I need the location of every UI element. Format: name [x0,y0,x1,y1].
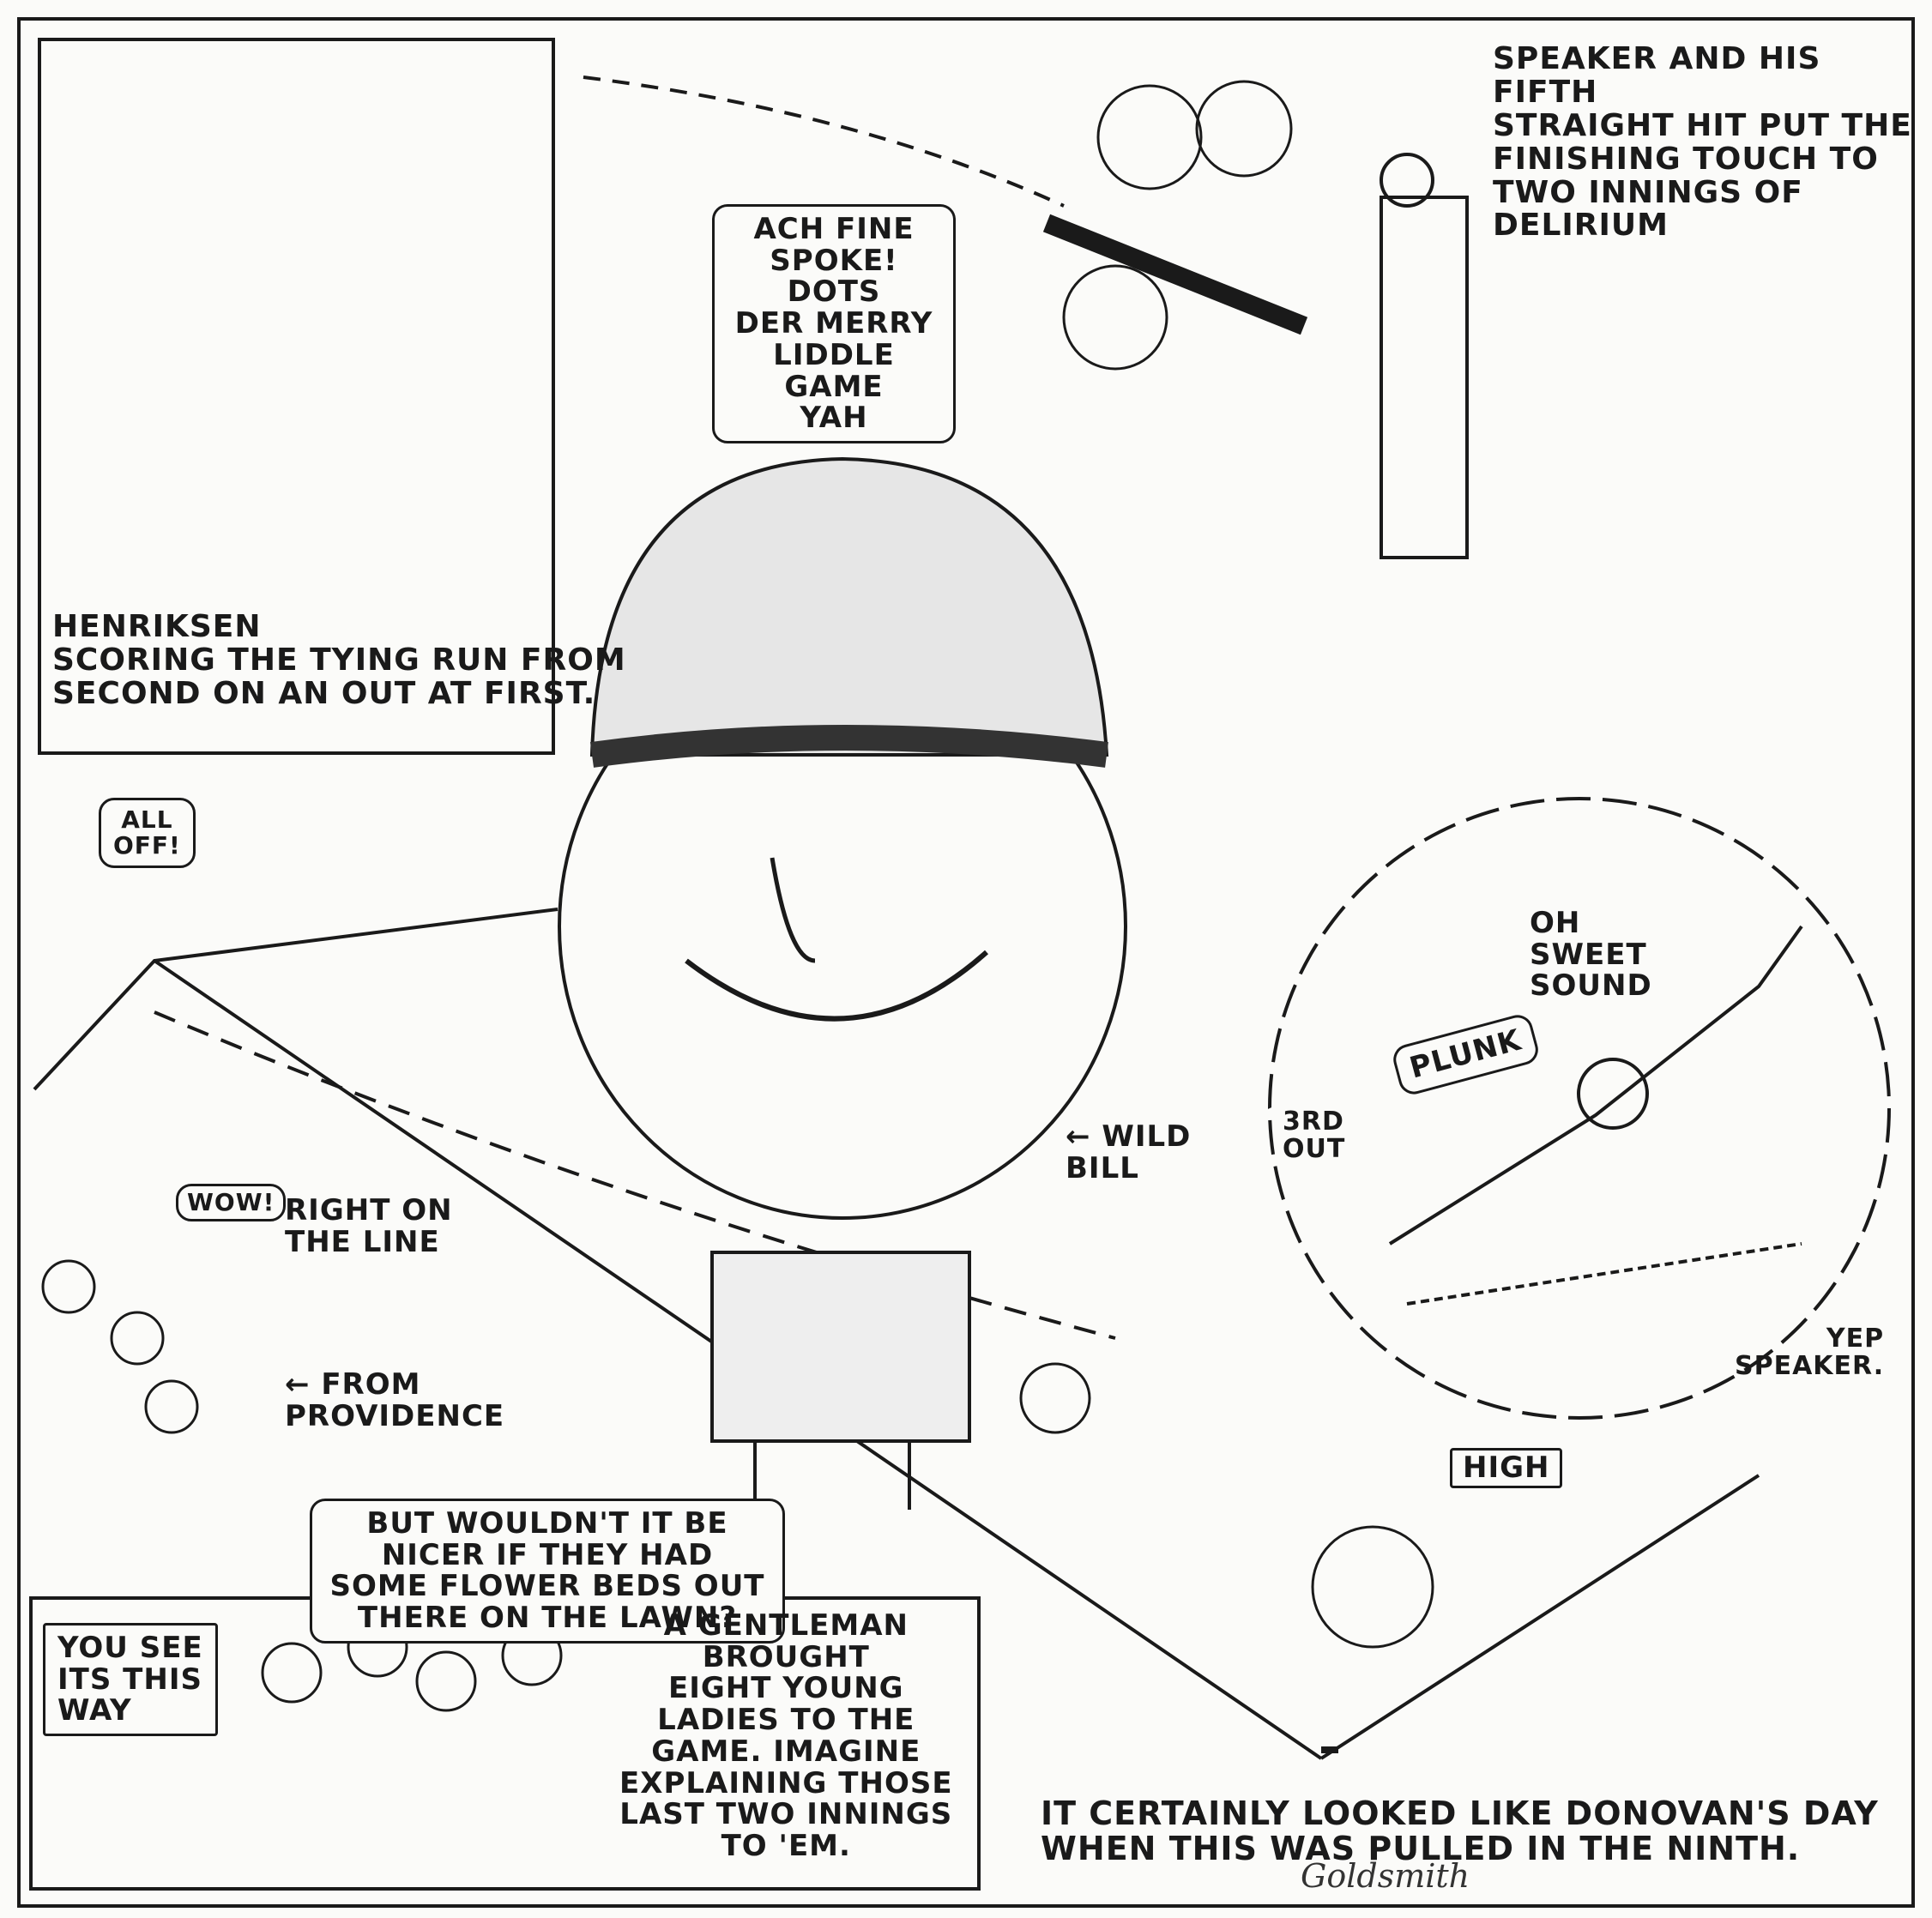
you-see-bubble: YOU SEE ITS THIS WAY [43,1623,218,1737]
yep-speaker-caption: YEP SPEAKER. [1735,1324,1885,1382]
sliding-player [1388,925,1803,1306]
wild-bill-caption: ← WILD BILL [1066,1119,1192,1185]
gentleman-caption: A GENTLEMAN BROUGHT EIGHT YOUNG LADIES T… [619,1608,953,1864]
from-providence-caption: ← FROM PROVIDENCE [285,1367,505,1433]
henriksen-caption: HENRIKSEN SCORING THE TYING RUN FROM SEC… [52,609,626,711]
flower-beds-bubble: BUT WOULDN'T IT BE NICER IF THEY HAD SOM… [310,1499,785,1644]
batter-sketch [1042,153,1469,559]
baseline-right [1319,1474,1760,1760]
wild-bill-caricature [558,456,1127,1510]
ball-path [583,75,1065,208]
artist-signature: Goldsmith [1301,1857,1470,1895]
donovan-caption: IT CERTAINLY LOOKED LIKE DONOVAN'S DAY W… [1041,1794,1879,1868]
third-out-caption: 3RD OUT [1283,1107,1346,1165]
wow-bubble: WOW! [176,1184,287,1222]
high-bubble: HIGH [1450,1448,1563,1488]
oh-sweet-sound-caption: OH SWEET SOUND [1530,906,1652,1004]
right-on-line-caption: RIGHT ON THE LINE [285,1193,453,1259]
ach-fine-bubble: ACH FINE SPOKE! DOTS DER MERRY LIDDLE GA… [712,204,956,444]
speaker-hit-caption: SPEAKER AND HIS FIFTH STRAIGHT HIT PUT T… [1493,41,1912,244]
inset-circle [1268,797,1891,1420]
henriksen-panel [38,38,555,755]
foul-line [33,908,558,1091]
outer-border [17,17,1915,1908]
all-off-bubble: ALL OFF! [99,798,196,869]
dust-clouds [1019,80,1434,1649]
